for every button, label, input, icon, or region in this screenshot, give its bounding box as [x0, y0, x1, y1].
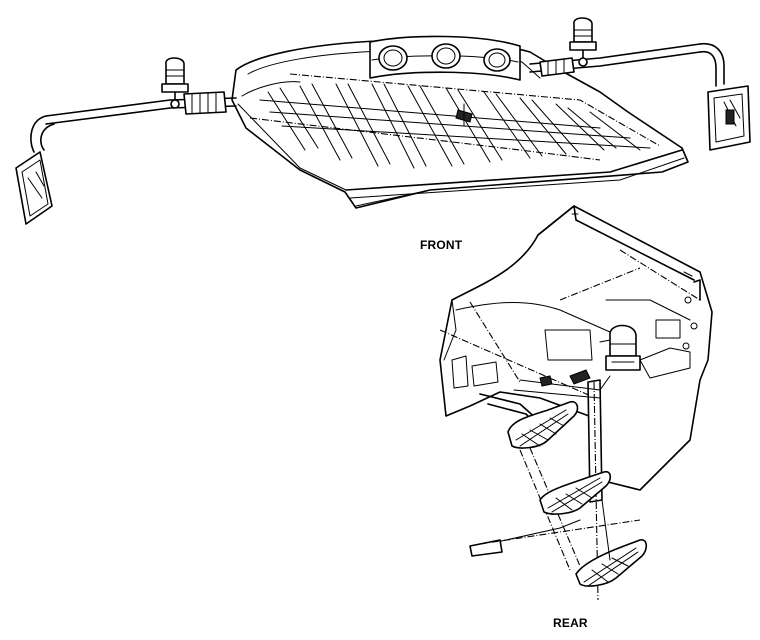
rack-slats: [259, 83, 651, 169]
bar-lamp-2: [431, 43, 461, 69]
left-beacon-light: [161, 57, 189, 109]
rear-label: REAR: [553, 616, 588, 630]
front-label: FRONT: [420, 238, 463, 252]
rear-step-assembly: [439, 205, 713, 601]
lower-step: [575, 499, 648, 587]
right-beacon-light: [569, 17, 597, 67]
right-mirror: [707, 85, 751, 151]
rear-body-panel: [439, 205, 713, 491]
bar-lamp-1: [378, 45, 408, 71]
front-light-bar: [369, 35, 521, 81]
front-roof-rack-assembly: [15, 17, 751, 225]
left-mirror-arm: [30, 91, 237, 153]
middle-step: [469, 470, 641, 557]
upper-step: [479, 393, 581, 571]
right-mirror-arm: [529, 42, 725, 87]
rear-beacon-light: [605, 324, 641, 371]
bar-lamp-3: [483, 48, 511, 72]
left-mirror: [15, 151, 53, 225]
